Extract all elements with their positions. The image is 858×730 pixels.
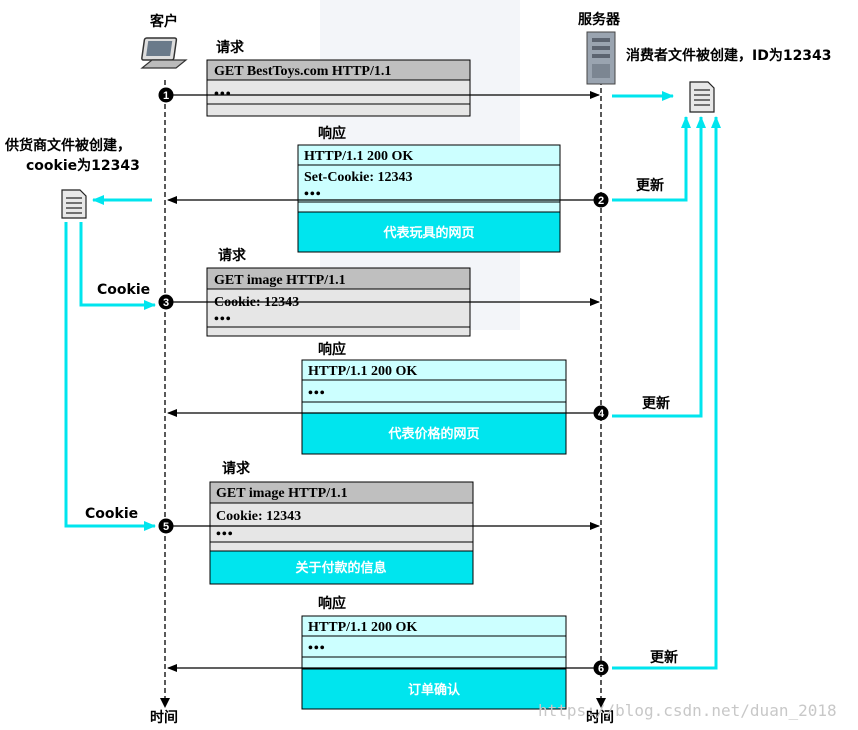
step-1-badge xyxy=(158,87,174,103)
message-1-line-1: GET BestToys.com HTTP/1.1 xyxy=(214,64,391,79)
message-6-band: 订单确认 xyxy=(408,682,461,698)
message-4-line-1: HTTP/1.1 200 OK xyxy=(308,364,417,379)
server-file-label: 消费者文件被创建，ID为12343 xyxy=(626,47,832,64)
step-5-badge xyxy=(158,518,174,534)
cookie-arrow-3 xyxy=(79,222,156,310)
vendor-file-label-line2: cookie为12343 xyxy=(26,157,140,174)
message-3-caption: 请求 xyxy=(218,247,247,264)
vendor-file-label-line1: 供货商文件被创建， xyxy=(4,137,131,154)
step-4-badge xyxy=(593,405,609,421)
message-6-line-2: ••• xyxy=(308,641,326,656)
message-2-line-1: HTTP/1.1 200 OK xyxy=(304,149,413,164)
message-5-line-1: GET image HTTP/1.1 xyxy=(216,486,348,501)
step-2-number: 2 xyxy=(598,195,604,207)
update-arrow-2 xyxy=(612,116,691,202)
message-6-response: 响应 HTTP/1.1 200 OK ••• 订单确认 xyxy=(301,595,567,710)
update-label-2: 更新 xyxy=(636,177,664,194)
message-5-line-3: ••• xyxy=(216,527,234,542)
message-1-caption: 请求 xyxy=(216,39,245,56)
message-6-caption: 响应 xyxy=(318,595,346,612)
server-timeline-arrow xyxy=(596,698,606,708)
message-5-request: 请求 GET image HTTP/1.1 Cookie: 12343 ••• … xyxy=(209,460,474,585)
message-3-line-1: GET image HTTP/1.1 xyxy=(214,273,346,288)
server-icon xyxy=(586,31,616,85)
update-arrow-6 xyxy=(612,116,721,670)
message-6-line-1: HTTP/1.1 200 OK xyxy=(308,620,417,635)
message-2-band: 代表玩具的网页 xyxy=(382,225,474,241)
client-label: 客户 xyxy=(149,13,178,30)
update-label-4: 更新 xyxy=(642,395,670,412)
time-label-left: 时间 xyxy=(150,709,178,726)
message-4-caption: 响应 xyxy=(318,341,346,358)
server-label: 服务器 xyxy=(578,11,621,28)
step-1-number: 1 xyxy=(163,90,169,102)
time-label-right: 时间 xyxy=(586,709,614,726)
step-2-badge xyxy=(593,192,609,208)
step-6-number: 6 xyxy=(598,663,604,675)
message-4-response: 响应 HTTP/1.1 200 OK ••• 代表价格的网页 xyxy=(301,341,567,455)
step-4-number: 4 xyxy=(598,408,605,420)
cookie-label-5: Cookie xyxy=(85,506,138,522)
watermark: https://blog.csdn.net/duan_2018 xyxy=(538,701,837,720)
step-3-number: 3 xyxy=(163,297,169,309)
cookie-label-3: Cookie xyxy=(97,282,150,298)
message-4-line-2: ••• xyxy=(308,386,326,401)
message-2-caption: 响应 xyxy=(318,125,346,142)
vendor-file-icon xyxy=(61,189,87,219)
step-5-number: 5 xyxy=(163,521,169,533)
message-5-caption: 请求 xyxy=(222,460,251,477)
message-2-line-2: Set-Cookie: 12343 xyxy=(304,170,413,185)
update-label-6: 更新 xyxy=(650,649,678,666)
laptop-icon xyxy=(140,37,188,69)
message-1-request: 请求 GET BestToys.com HTTP/1.1 ••• xyxy=(206,39,471,117)
message-5-line-2: Cookie: 12343 xyxy=(216,509,301,524)
update-arrow-4 xyxy=(612,116,706,418)
server-file-icon xyxy=(689,81,715,113)
message-2-response: 响应 HTTP/1.1 200 OK Set-Cookie: 12343 •••… xyxy=(297,125,561,253)
step-6-badge xyxy=(593,660,609,676)
client-timeline-arrow xyxy=(160,698,170,708)
message-5-band: 关于付款的信息 xyxy=(295,560,386,576)
message-3-line-3: ••• xyxy=(214,312,232,327)
step-3-badge xyxy=(158,294,174,310)
message-4-band: 代表价格的网页 xyxy=(387,426,479,442)
cookie-arrow-5 xyxy=(64,222,156,531)
message-2-line-3: ••• xyxy=(304,187,322,202)
